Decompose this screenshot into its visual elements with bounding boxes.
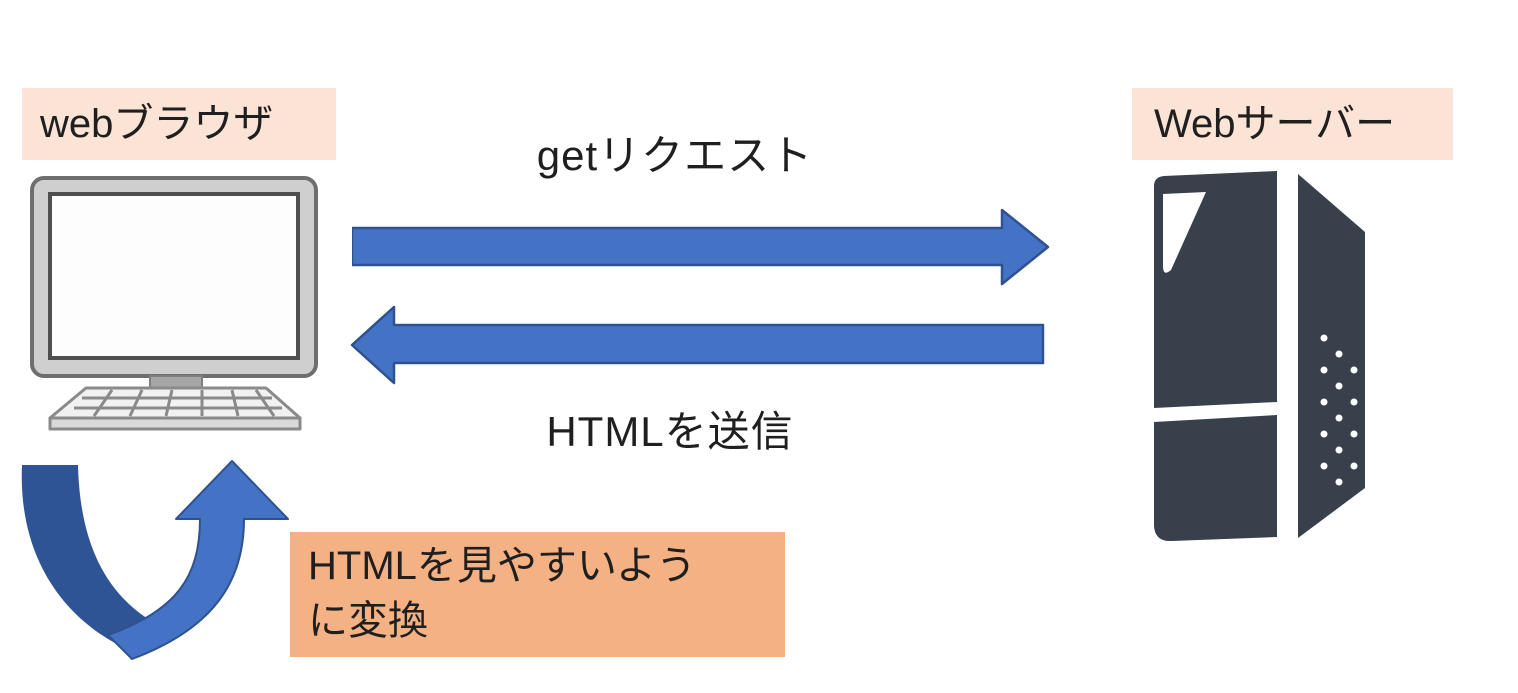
server-vent-dots [1320,334,1358,486]
transform-note: HTMLを見やすいよう に変換 [290,532,785,657]
transform-note-line: HTMLを見やすいよう [308,544,697,588]
server-label: Webサーバー [1132,88,1453,160]
server-front-highlight [1163,192,1206,273]
server-side-panel [1298,174,1365,538]
server-tower-icon [1154,171,1365,542]
monitor-screen [48,192,300,360]
left-arrow-icon [350,305,1045,385]
desktop-computer-icon [30,176,318,431]
server-front-lower [1154,415,1277,542]
monitor [30,176,318,393]
transform-note-line: に変換 [308,599,428,643]
response-arrow-label: HTMLを送信 [546,408,794,455]
curved-up-arrow-icon [21,460,289,660]
request-arrow-label: getリクエスト [536,132,814,179]
browser-label: webブラウザ [22,88,336,160]
keyboard [48,386,302,431]
right-arrow-icon [352,208,1050,286]
